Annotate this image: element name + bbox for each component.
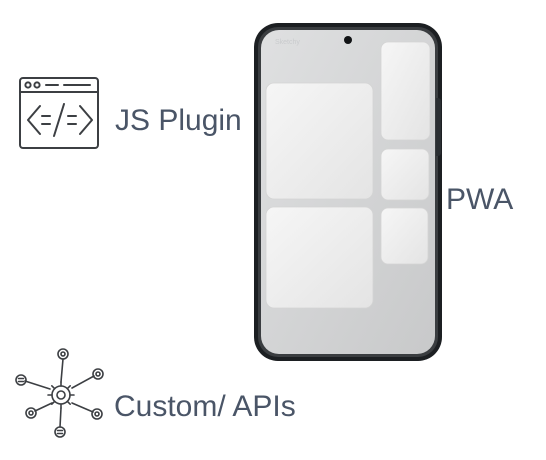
api-network-icon (14, 345, 114, 445)
tile-large-bottom (265, 206, 374, 309)
custom-apis-label: Custom/ APIs (114, 390, 296, 423)
tile-tall-right (380, 41, 431, 141)
tile-small-bottom (380, 207, 429, 265)
pwa-label: PWA (446, 183, 514, 216)
code-window-icon (18, 76, 100, 150)
js-plugin-label: JS Plugin (115, 104, 242, 137)
phone-side-button (436, 98, 441, 156)
status-bar-left: Sketchy (275, 39, 300, 46)
tile-small-mid (380, 148, 430, 201)
tile-large-top (265, 82, 374, 200)
